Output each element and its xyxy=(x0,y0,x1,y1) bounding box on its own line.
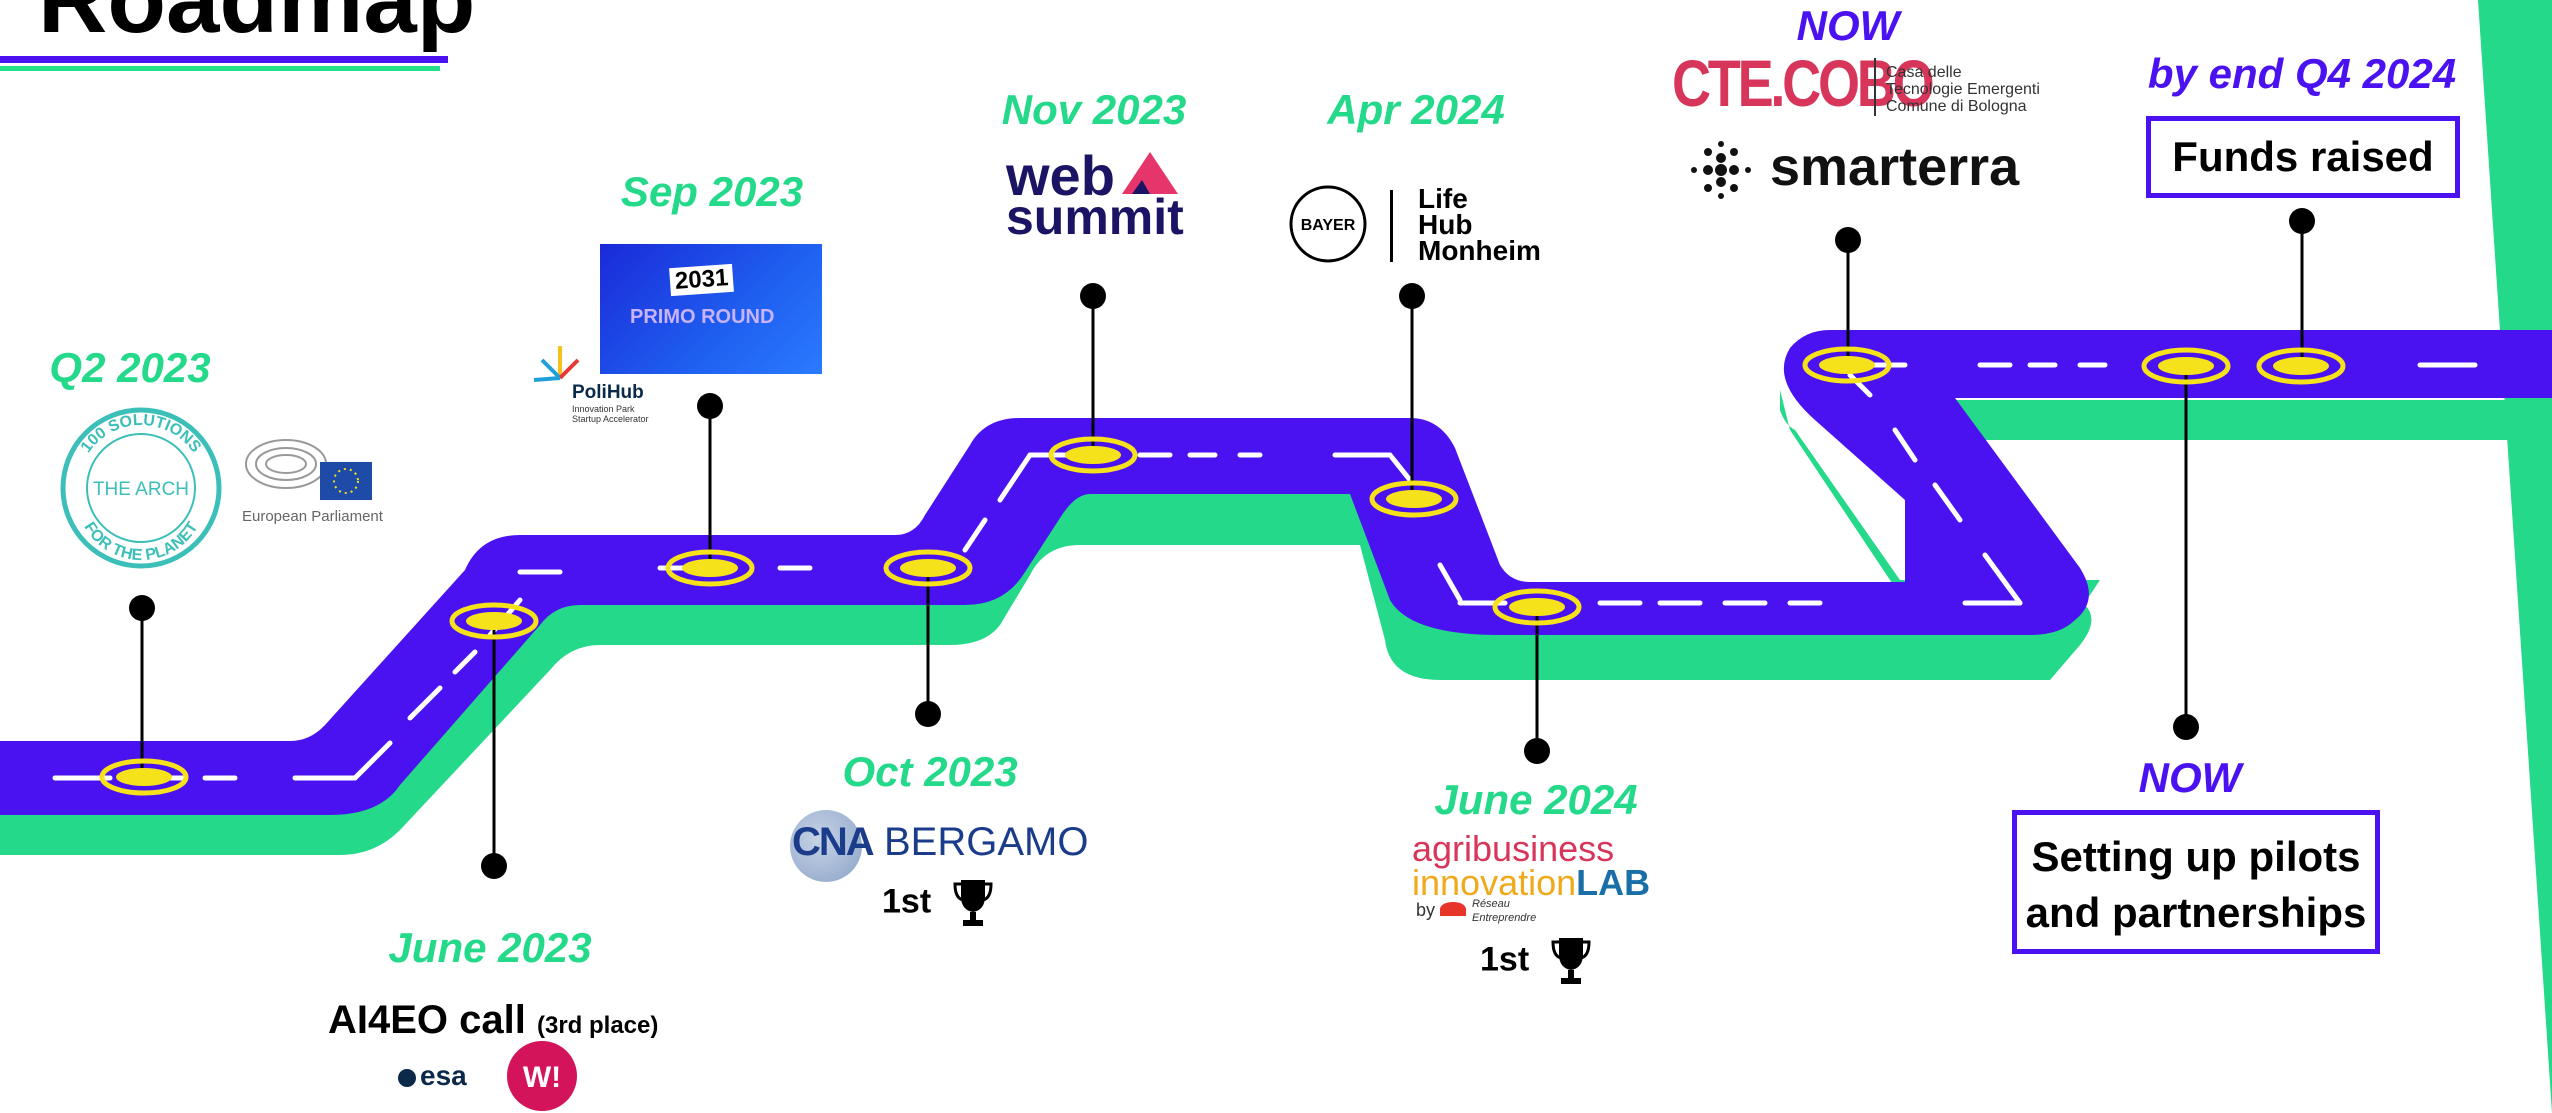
the-arch-logo: 100 SOLUTIONS FOR THE PLANET THE ARCH xyxy=(60,407,222,569)
primo-round-banner: 2031 PRIMO ROUND xyxy=(600,244,822,374)
cte-divider xyxy=(1874,58,1876,116)
date-sep-2023: Sep 2023 xyxy=(620,168,804,215)
marker-now-bottom xyxy=(2141,347,2231,385)
polihub-sub2: Startup Accelerator xyxy=(572,414,649,424)
bayer-logo: BAYER xyxy=(1289,185,1367,263)
date-nov-2023: Nov 2023 xyxy=(1001,86,1187,133)
box-line-1: Setting up pilots xyxy=(2031,833,2361,880)
dot-now-top xyxy=(1835,227,1861,253)
innovation-lab-text: innovationLAB xyxy=(1412,862,1651,903)
agribusiness-text: agribusiness xyxy=(1412,828,1615,869)
smarterra-dots-icon xyxy=(1691,141,1751,199)
trophy-icon xyxy=(953,880,993,926)
cna-globe-icon xyxy=(790,810,862,882)
polihub-sub1: Innovation Park xyxy=(572,404,635,414)
dot-jun-2023 xyxy=(481,853,507,879)
setting-up-pilots-box: Setting up pilots and partnerships xyxy=(2012,810,2380,954)
marker-nov-2023 xyxy=(1048,436,1138,474)
rank-text: 1st xyxy=(882,882,932,921)
wif-logo: W! xyxy=(507,1041,577,1111)
date-jun-2023: June 2023 xyxy=(388,924,592,971)
marker-sep-2023 xyxy=(665,549,755,587)
banner-year: 2031 xyxy=(669,263,735,297)
stem-dots xyxy=(129,208,2315,879)
bayer-divider xyxy=(1390,190,1393,262)
polihub-logo-icon xyxy=(533,346,580,382)
dot-oct-2023 xyxy=(915,701,941,727)
date-apr-2024: Apr 2024 xyxy=(1327,86,1505,133)
svg-text:THE ARCH: THE ARCH xyxy=(93,479,189,500)
bergamo-text: BERGAMO xyxy=(884,820,1089,864)
websummit-triangle-icon xyxy=(1122,152,1178,194)
road-shadow-3 xyxy=(1940,400,2552,440)
cna-text: CNA xyxy=(792,820,875,864)
road-surface xyxy=(0,330,2552,815)
dot-nov-2023 xyxy=(1080,283,1106,309)
page-title: Roadmap xyxy=(38,0,475,48)
banner-text: PRIMO ROUND xyxy=(630,306,775,328)
date-now-top: NOW xyxy=(1796,2,1900,49)
stems xyxy=(140,221,2304,866)
european-parliament-text: European Parliament xyxy=(242,508,383,525)
date-q2-2023: Q2 2023 xyxy=(49,344,211,391)
box-line-2: and partnerships xyxy=(2025,889,2367,936)
dot-q2-2023 xyxy=(129,595,155,621)
by-text: by xyxy=(1416,900,1436,920)
road-markers xyxy=(99,346,2346,796)
trophy-icon xyxy=(1551,938,1591,984)
polihub-text: PoliHub xyxy=(572,382,644,403)
marker-now-top xyxy=(1802,346,1892,384)
rank-jun-2024: 1st xyxy=(1480,934,1591,986)
date-q4-2024: by end Q4 2024 xyxy=(2147,50,2457,97)
date-now-bottom: NOW xyxy=(2138,754,2242,801)
dot-apr-2024 xyxy=(1399,283,1425,309)
title-underline-green xyxy=(0,66,440,71)
rank-oct-2023: 1st xyxy=(882,876,993,928)
summit-text: summit xyxy=(1006,189,1184,245)
marker-q4-2024 xyxy=(2256,347,2346,385)
date-oct-2023: Oct 2023 xyxy=(842,748,1018,795)
esa-logo: esa xyxy=(398,1060,467,1092)
marker-apr-2024 xyxy=(1369,480,1459,518)
web-text: web xyxy=(1006,144,1115,207)
date-jun-2024: June 2024 xyxy=(1434,776,1638,823)
smarterra-text: smarterra xyxy=(1770,137,2020,197)
title-underline-purple xyxy=(0,56,448,63)
right-accent-bar xyxy=(2478,0,2552,1113)
european-parliament-logo xyxy=(245,439,372,500)
reseau-text: Réseau xyxy=(1472,898,1510,910)
dot-sep-2023 xyxy=(697,393,723,419)
cte-cobo-text: CTE.COBO xyxy=(1672,46,1935,120)
svg-text:W!: W! xyxy=(523,1061,561,1094)
marker-jun-2024 xyxy=(1492,588,1582,626)
svg-text:BAYER: BAYER xyxy=(1301,217,1356,234)
ai4eo-call-label: AI4EO call (3rd place) xyxy=(328,998,659,1042)
dot-jun-2024 xyxy=(1524,738,1550,764)
marker-jun-2023 xyxy=(449,602,539,640)
dot-now-bottom xyxy=(2173,714,2199,740)
dot-q4-2024 xyxy=(2289,208,2315,234)
marker-q2-2023 xyxy=(99,758,189,796)
reseau-icon xyxy=(1440,902,1466,916)
marker-oct-2023 xyxy=(883,549,973,587)
funds-raised-box: Funds raised xyxy=(2146,116,2460,198)
entreprendre-text: Entreprendre xyxy=(1472,912,1537,924)
rank-text: 1st xyxy=(1480,940,1530,979)
